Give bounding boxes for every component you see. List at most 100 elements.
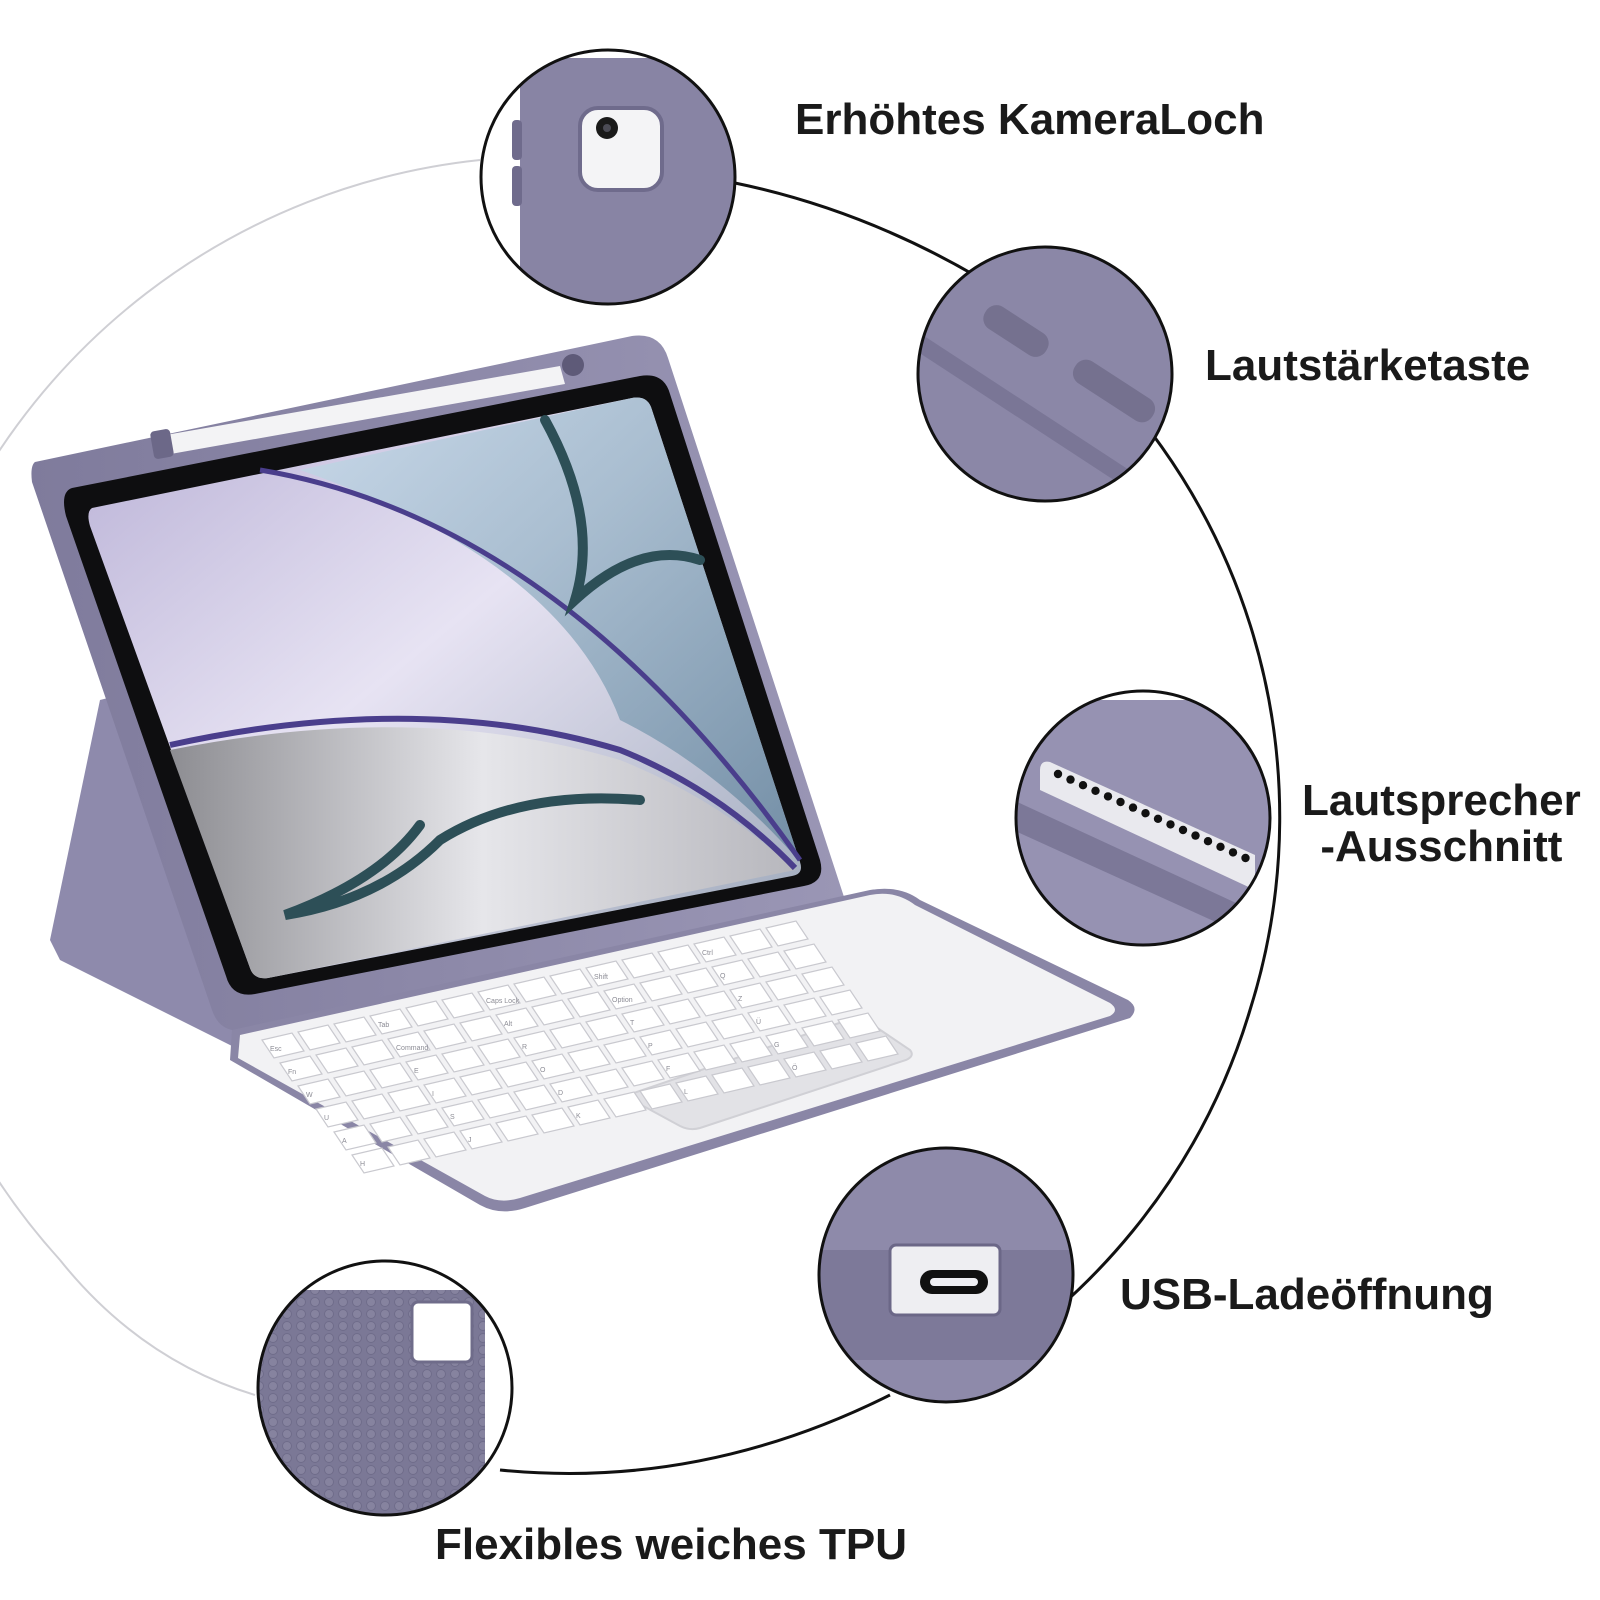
keyboard-key — [495, 1007, 539, 1034]
keyboard-key-label: U — [324, 1115, 329, 1122]
keyboard-key-label: R — [522, 1044, 527, 1051]
keyboard-key — [567, 1099, 611, 1126]
keyboard-key — [657, 998, 701, 1025]
keyboard-key — [855, 1035, 899, 1062]
keyboard-key — [621, 952, 665, 979]
keyboard-key — [549, 1076, 593, 1103]
keyboard-key — [693, 1044, 737, 1071]
keyboard-key — [459, 1123, 503, 1150]
volume-detail-ring — [916, 245, 1174, 503]
keyboard-key — [333, 1124, 377, 1151]
keyboard-key-label: Shift — [594, 974, 608, 981]
keyboard-key-label: Tab — [378, 1022, 389, 1029]
keyboard-key — [513, 1084, 557, 1111]
screen-teal-ribbon-2 — [283, 793, 645, 920]
keyboard-key — [729, 1036, 773, 1063]
keyboard-key — [477, 1038, 521, 1065]
speaker-label-line2: -Ausschnitt — [1320, 822, 1563, 872]
faint-arc-left-2 — [59, 1259, 256, 1396]
keyboard-key-label: E — [414, 1068, 419, 1075]
keyboard-key — [477, 984, 521, 1011]
tpu-detail — [256, 1259, 514, 1517]
speaker-hole — [1203, 837, 1213, 846]
speaker-detail — [1014, 689, 1272, 947]
keyboard-key — [405, 1108, 449, 1135]
keyboard-key — [675, 1021, 719, 1048]
screen-purple-ribbon-2 — [259, 467, 803, 862]
keyboard-key — [783, 1051, 827, 1078]
keyboard-key — [585, 1014, 629, 1041]
speaker-hole — [1191, 831, 1200, 840]
faint-arc-left — [0, 159, 481, 1261]
keyboard-key-label: T — [630, 1020, 635, 1027]
keyboard-key — [531, 1053, 575, 1080]
keyboard-key — [585, 960, 629, 987]
keyboard-key — [387, 1031, 431, 1058]
keyboard-key — [711, 959, 755, 986]
usb-detail-ring — [817, 1146, 1075, 1404]
keyboard-key — [387, 1139, 431, 1166]
keyboard-key-label: Option — [612, 997, 633, 1004]
pencil-groove — [150, 429, 174, 459]
tpu-label: Flexibles weiches TPU — [435, 1520, 907, 1569]
camera-hole-label: Erhöhtes KameraLoch — [795, 95, 1265, 144]
keyboard-key — [621, 1006, 665, 1033]
keyboard-key — [459, 1015, 503, 1042]
keyboard-key — [261, 1032, 305, 1059]
speaker-hole — [1241, 853, 1250, 863]
keyboard-key — [441, 992, 485, 1019]
keyboard-key — [549, 1022, 593, 1049]
keyboard-key — [405, 1054, 449, 1081]
keyboard-key — [783, 943, 827, 970]
keyboard-key-label: L — [684, 1089, 688, 1096]
speaker-hole — [1091, 786, 1100, 795]
usb-port-label: USB-Ladeöffnung — [1120, 1270, 1494, 1319]
keyboard-key — [747, 1059, 791, 1086]
keyboard-key-label: W — [306, 1092, 313, 1099]
speaker-hole — [1066, 775, 1075, 784]
keyboard-key-label: Fn — [288, 1069, 296, 1076]
speaker-hole — [1216, 842, 1225, 851]
speaker-detail-ring — [1014, 689, 1272, 947]
keyboard-key — [603, 1037, 647, 1064]
keyboard-key — [405, 1000, 449, 1027]
keyboard-key — [477, 1092, 521, 1119]
keyboard-key — [639, 1083, 683, 1110]
speaker-hole — [1141, 809, 1150, 818]
keyboard-key — [549, 968, 593, 995]
keyboard-key — [495, 1115, 539, 1142]
connector-arc — [939, 308, 1282, 1392]
speaker-hole — [1153, 814, 1163, 823]
speaker-hole — [1166, 820, 1175, 829]
keyboard-key — [765, 974, 809, 1001]
usb-detail — [817, 1146, 1075, 1404]
speaker-hole — [1103, 792, 1113, 801]
keyboard-key — [351, 1093, 395, 1120]
keyboard-key — [801, 1020, 845, 1047]
keyboard-key-label: D — [558, 1090, 563, 1097]
keyboard-key — [585, 1068, 629, 1095]
keyboard-key — [657, 944, 701, 971]
keyboard-key-label: J — [468, 1137, 472, 1144]
keyboard-key — [513, 976, 557, 1003]
keyboard-key — [495, 1061, 539, 1088]
keyboard-key — [531, 1107, 575, 1134]
keyboard-key — [351, 1147, 395, 1174]
keyboard-key — [297, 1024, 341, 1051]
keyboard-key — [729, 928, 773, 955]
speaker-hole — [1128, 803, 1138, 812]
keyboard-key — [693, 936, 737, 963]
keyboard-key-label: Command — [396, 1045, 428, 1052]
keyboard-key — [819, 1043, 863, 1070]
keyboard-key — [441, 1100, 485, 1127]
keyboard-key — [369, 1116, 413, 1143]
keyboard-key — [315, 1047, 359, 1074]
keyboard-key — [351, 1039, 395, 1066]
speaker-hole — [1078, 781, 1088, 790]
keyboard-key-label: H — [360, 1161, 365, 1168]
camera-detail-ring — [479, 48, 737, 306]
keyboard-key — [567, 991, 611, 1018]
